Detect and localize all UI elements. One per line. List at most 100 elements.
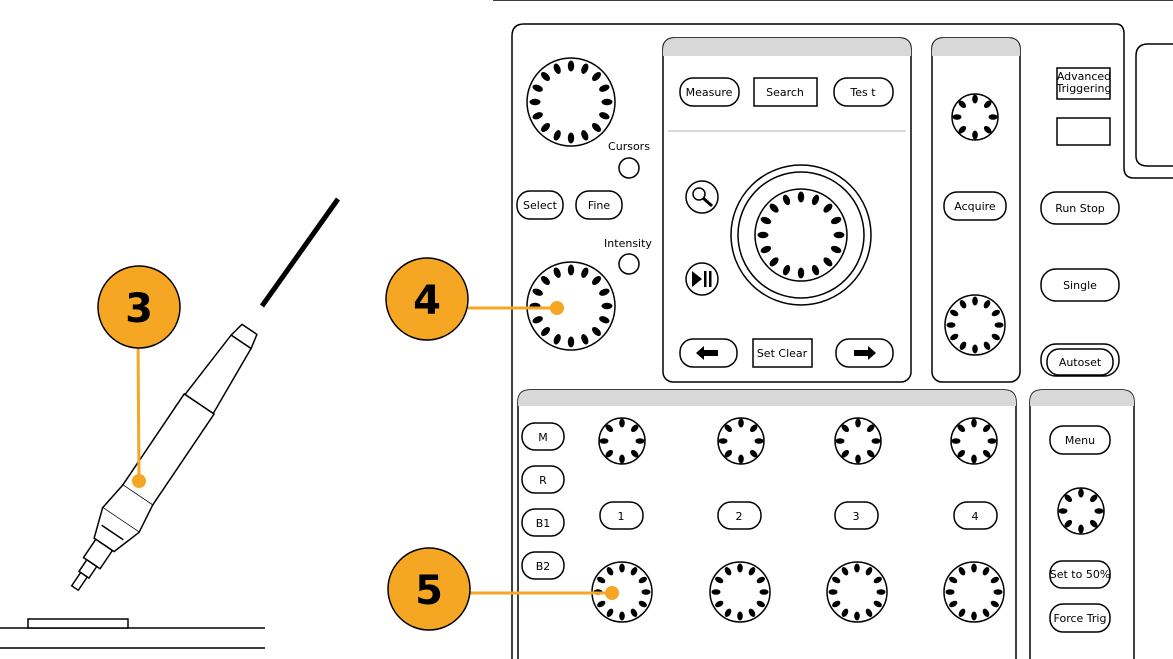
knob-grip (832, 576, 841, 584)
set-clear-button[interactable] (752, 338, 813, 368)
knob-grip (619, 418, 625, 428)
knob-grip (983, 341, 991, 350)
intensity-button[interactable] (618, 253, 640, 275)
knob-grip (950, 309, 959, 317)
cursors-button[interactable] (618, 157, 640, 179)
run-stop-label: Run Stop (1055, 202, 1105, 215)
knob-grip (972, 94, 978, 104)
knob-grip (553, 334, 561, 345)
knob-grip (797, 267, 805, 279)
knob-grip (567, 264, 575, 276)
knob-grip (532, 288, 543, 296)
knob-grip (972, 344, 978, 354)
knob-grip (769, 203, 779, 213)
channel-1-button[interactable] (599, 501, 644, 530)
oscilloscope-front-panel: Cursors Intensity Select Fine Measure Se… (493, 0, 1173, 659)
knob-grip (597, 576, 606, 584)
zoom-icon[interactable] (685, 180, 719, 214)
knob-grip (854, 563, 860, 573)
callout-4-dot (550, 301, 564, 315)
knob-grip (957, 424, 966, 433)
knob-grip (876, 589, 886, 595)
single-label: Single (1063, 279, 1097, 292)
pan-zoom-knob[interactable] (730, 164, 872, 306)
knob-grip (993, 589, 1003, 595)
knob-grip (599, 84, 610, 92)
knob-grip (529, 98, 541, 106)
fine-button[interactable] (575, 190, 623, 220)
knob-grip (724, 567, 732, 576)
knob-grip (724, 449, 733, 458)
single-button[interactable] (1040, 268, 1120, 302)
left-arrow-icon (696, 346, 718, 360)
channel-3-button[interactable] (834, 501, 879, 530)
knob-grip (641, 589, 651, 595)
knob-grip (606, 567, 614, 576)
knob-grip (749, 424, 758, 433)
callout-4-label: 4 (413, 278, 441, 324)
horizontal-scale-knob[interactable] (944, 294, 1006, 356)
knob-grip (635, 438, 645, 444)
knob-grip (950, 333, 959, 341)
knob-grip (606, 608, 614, 617)
knob-grip (599, 112, 610, 120)
knob-grip (987, 438, 997, 444)
knob-grip (972, 130, 978, 140)
channel-4-scale-knob[interactable] (943, 561, 1005, 623)
channel-4-button[interactable] (953, 501, 998, 530)
fine-label: Fine (588, 199, 611, 212)
knob-grip (866, 424, 875, 433)
trigger-menu-button[interactable] (1049, 425, 1111, 455)
autoset-button[interactable] (1046, 348, 1114, 376)
knob-grip (833, 231, 845, 239)
reference-button[interactable] (521, 465, 565, 494)
knob-grip (599, 438, 609, 444)
play-pause-icon[interactable] (685, 262, 719, 296)
knob-grip (532, 316, 543, 324)
search-button[interactable] (753, 77, 818, 107)
select-label: Select (523, 199, 558, 212)
knob-grip (958, 608, 966, 617)
test-button[interactable] (833, 77, 894, 107)
acquire-label: Acquire (954, 200, 996, 213)
select-button[interactable] (516, 190, 564, 220)
measure-label: Measure (686, 86, 733, 99)
knob-grip (830, 216, 842, 225)
knob-grip (567, 336, 575, 348)
knob-grip (738, 418, 744, 428)
acquire-button[interactable] (943, 191, 1007, 221)
knob-grip (757, 231, 769, 239)
knob-grip (541, 327, 550, 336)
run-stop-button[interactable] (1040, 191, 1120, 225)
knob-grip (959, 341, 967, 350)
advanced-triggering-button[interactable] (1056, 117, 1111, 146)
knob-grip (630, 424, 639, 433)
knob-grip (592, 123, 601, 132)
set-to-50-button[interactable] (1049, 560, 1111, 589)
math-button[interactable] (521, 422, 565, 451)
channel-2-scale-knob[interactable] (709, 561, 771, 623)
measure-button[interactable] (679, 77, 740, 107)
knob-grip (811, 194, 820, 206)
knob-grip (756, 600, 765, 608)
force-trig-button[interactable] (1049, 603, 1111, 633)
knob-grip (601, 98, 613, 106)
channel-3-label: 3 (853, 510, 860, 523)
knob-grip (581, 267, 589, 278)
channel-2-button[interactable] (717, 501, 762, 530)
force-trig-label: Force Trig (1054, 612, 1107, 625)
knob-grip (958, 567, 966, 576)
bus2-button[interactable] (521, 551, 565, 580)
knob-grip (619, 454, 625, 464)
knob-grip (748, 608, 756, 617)
bus1-button[interactable] (521, 508, 565, 537)
next-arrow-button[interactable] (835, 338, 894, 368)
knob-grip (1089, 519, 1098, 528)
knob-grip (567, 60, 575, 72)
knob-grip (841, 424, 850, 433)
knob-grip (605, 424, 614, 433)
channel-3-scale-knob[interactable] (826, 561, 888, 623)
previous-arrow-button[interactable] (679, 338, 738, 368)
knob-grip (994, 322, 1004, 328)
knob-grip (855, 454, 861, 464)
